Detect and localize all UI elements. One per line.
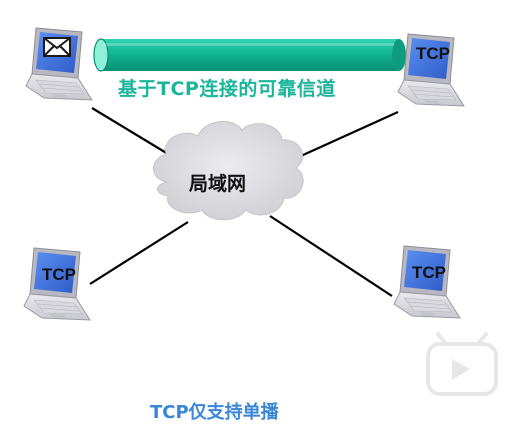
link-bottom-left (89, 221, 189, 285)
tcp-channel-label: 基于TCP连接的可靠信道 (118, 78, 336, 100)
link-top-right (291, 110, 399, 162)
host-screen-label-bottom-right: TCP (412, 263, 446, 282)
host-top-left (25, 27, 93, 101)
lan-label: 局域网 (189, 173, 247, 195)
play-watermark-icon (426, 332, 498, 396)
envelope-icon (43, 37, 71, 57)
link-bottom-right (269, 215, 393, 297)
network-links (89, 107, 399, 297)
link-top-left (91, 107, 179, 161)
tcp-channel-pipe (93, 38, 406, 72)
host-screen-label-bottom-left: TCP (42, 265, 76, 284)
host-screen-label-top-right: TCP (416, 44, 450, 63)
footer-label: TCP仅支持单播 (150, 402, 279, 423)
lan-cloud (153, 121, 304, 221)
